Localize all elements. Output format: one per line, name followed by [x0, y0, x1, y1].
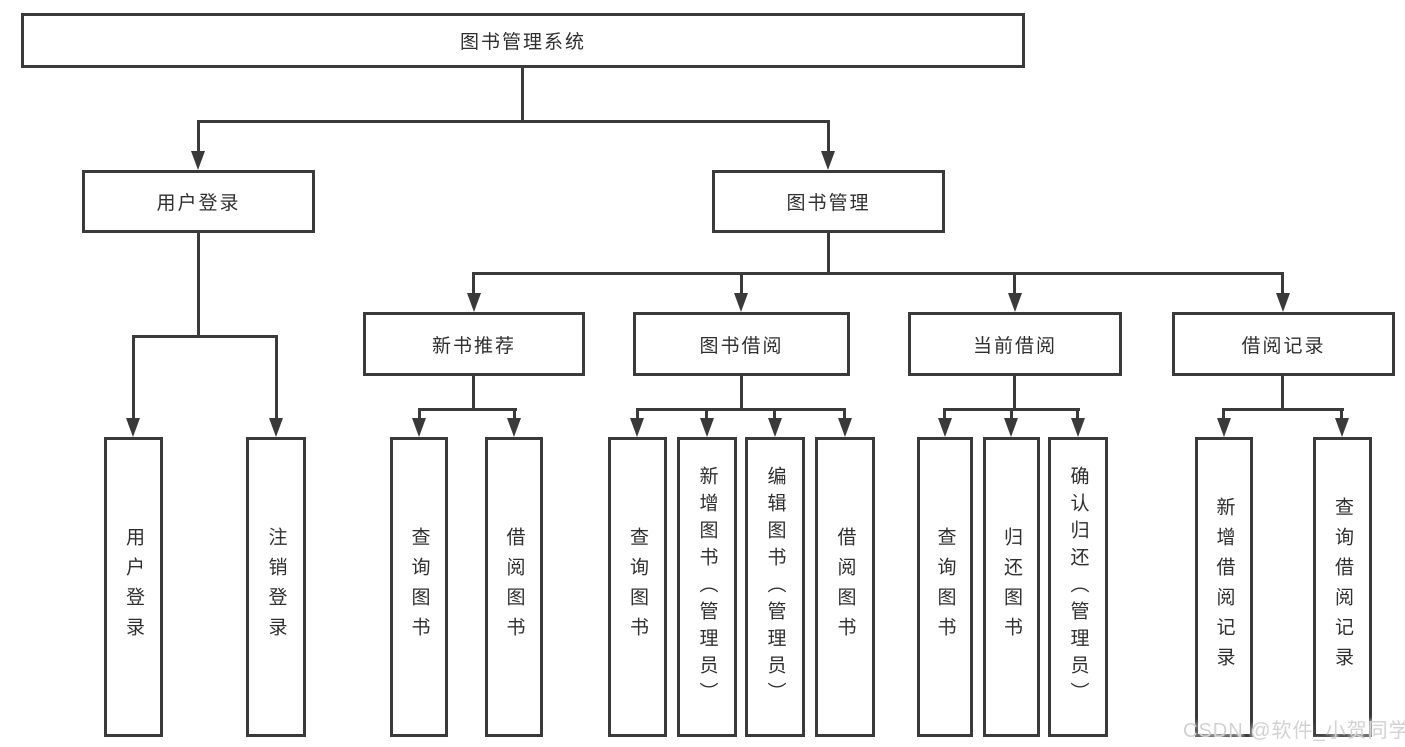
arrowhead-icon	[467, 293, 481, 312]
connector-line	[705, 408, 708, 419]
arrowhead-icon	[269, 418, 283, 437]
connector-line	[513, 408, 516, 419]
connector-line	[773, 408, 776, 419]
arrowhead-icon	[507, 418, 521, 437]
leaf-borrow-books-borrowing: 借阅图书	[815, 437, 875, 737]
arrowhead-icon	[1004, 418, 1018, 437]
connector-line	[473, 272, 1284, 275]
connector-line	[197, 120, 830, 123]
node-borrowing-records: 借阅记录	[1172, 312, 1395, 376]
connector-line	[1013, 376, 1016, 408]
leaf-query-books-recommend: 查询图书	[390, 437, 448, 737]
node-new-book-recommend: 新书推荐	[363, 312, 585, 376]
arrowhead-icon	[838, 418, 852, 437]
arrowhead-icon	[734, 293, 748, 312]
leaf-add-borrow-record-label: 新增借阅记录	[1213, 497, 1235, 677]
arrowhead-icon	[126, 418, 140, 437]
connector-line	[472, 272, 475, 294]
arrowhead-icon	[630, 418, 644, 437]
leaf-add-books-admin: 新增图书（管理员）	[677, 437, 737, 737]
connector-line	[827, 233, 830, 272]
leaf-add-borrow-record: 新增借阅记录	[1195, 437, 1253, 737]
csdn-watermark: CSDN @软件_小贺同学	[1183, 720, 1405, 742]
connector-line	[418, 408, 517, 411]
leaf-edit-books-admin-label: 编辑图书（管理员）	[764, 465, 786, 709]
node-root-label: 图书管理系统	[459, 32, 586, 53]
leaf-logout: 注销登录	[246, 437, 306, 737]
leaf-query-books-recommend-label: 查询图书	[408, 527, 430, 647]
leaf-confirm-return-admin: 确认归还（管理员）	[1048, 437, 1108, 737]
leaf-add-books-admin-label: 新增图书（管理员）	[696, 465, 718, 709]
connector-line	[197, 120, 200, 153]
connector-line	[472, 376, 475, 408]
arrowhead-icon	[1217, 418, 1231, 437]
arrowhead-icon	[1335, 418, 1349, 437]
connector-line	[521, 68, 524, 120]
arrowhead-icon	[1008, 293, 1022, 312]
node-book-management: 图书管理	[712, 170, 945, 233]
leaf-confirm-return-admin-label: 确认归还（管理员）	[1067, 465, 1089, 709]
arrowhead-icon	[700, 418, 714, 437]
connector-line	[1281, 376, 1284, 408]
leaf-query-books-borrowing-label: 查询图书	[627, 527, 648, 647]
leaf-edit-books-admin: 编辑图书（管理员）	[745, 437, 805, 737]
node-user-login-label: 用户登录	[156, 193, 241, 214]
node-root: 图书管理系统	[21, 13, 1025, 68]
connector-line	[132, 335, 135, 419]
connector-line	[1076, 408, 1079, 419]
connector-line	[1340, 408, 1343, 419]
node-current-borrowing: 当前借阅	[908, 312, 1122, 376]
leaf-user-login: 用户登录	[104, 437, 163, 737]
node-book-borrowing: 图书借阅	[633, 312, 850, 376]
node-book-borrowing-label: 图书借阅	[699, 335, 784, 357]
leaf-logout-label: 注销登录	[265, 527, 287, 647]
leaf-query-borrow-record: 查询借阅记录	[1313, 437, 1372, 737]
leaf-return-books-label: 归还图书	[1001, 527, 1022, 647]
connector-line	[197, 233, 200, 335]
connector-line	[1281, 272, 1284, 294]
leaf-borrow-books-recommend: 借阅图书	[485, 437, 543, 737]
connector-line	[843, 408, 846, 419]
leaf-borrow-books-borrowing-label: 借阅图书	[834, 527, 856, 647]
leaf-query-books-current-label: 查询图书	[934, 527, 956, 647]
leaf-query-books-current: 查询图书	[917, 437, 973, 737]
arrowhead-icon	[768, 418, 782, 437]
connector-line	[740, 272, 743, 294]
node-new-book-recommend-label: 新书推荐	[431, 335, 516, 357]
connector-line	[418, 408, 421, 419]
leaf-query-borrow-record-label: 查询借阅记录	[1332, 497, 1353, 677]
connector-line	[1013, 272, 1016, 294]
arrowhead-icon	[191, 151, 205, 170]
connector-line	[943, 408, 946, 419]
leaf-return-books: 归还图书	[983, 437, 1040, 737]
arrowhead-icon	[1071, 418, 1085, 437]
arrowhead-icon	[1276, 293, 1290, 312]
leaf-user-login-label: 用户登录	[123, 527, 144, 647]
node-borrowing-records-label: 借阅记录	[1241, 335, 1326, 357]
connector-line	[827, 120, 830, 153]
connector-line	[1222, 408, 1225, 419]
connector-line	[132, 335, 278, 338]
arrowhead-icon	[938, 418, 952, 437]
node-current-borrowing-label: 当前借阅	[972, 335, 1057, 357]
node-user-login: 用户登录	[82, 170, 315, 233]
connector-line	[636, 408, 639, 419]
connector-line	[1222, 408, 1344, 411]
arrowhead-icon	[412, 418, 426, 437]
arrowhead-icon	[821, 151, 835, 170]
leaf-borrow-books-recommend-label: 借阅图书	[503, 527, 525, 647]
connector-line	[636, 408, 846, 411]
connector-line	[1010, 408, 1013, 419]
connector-line	[740, 376, 743, 408]
leaf-query-books-borrowing: 查询图书	[608, 437, 667, 737]
connector-line	[275, 335, 278, 419]
node-book-management-label: 图书管理	[786, 193, 871, 214]
